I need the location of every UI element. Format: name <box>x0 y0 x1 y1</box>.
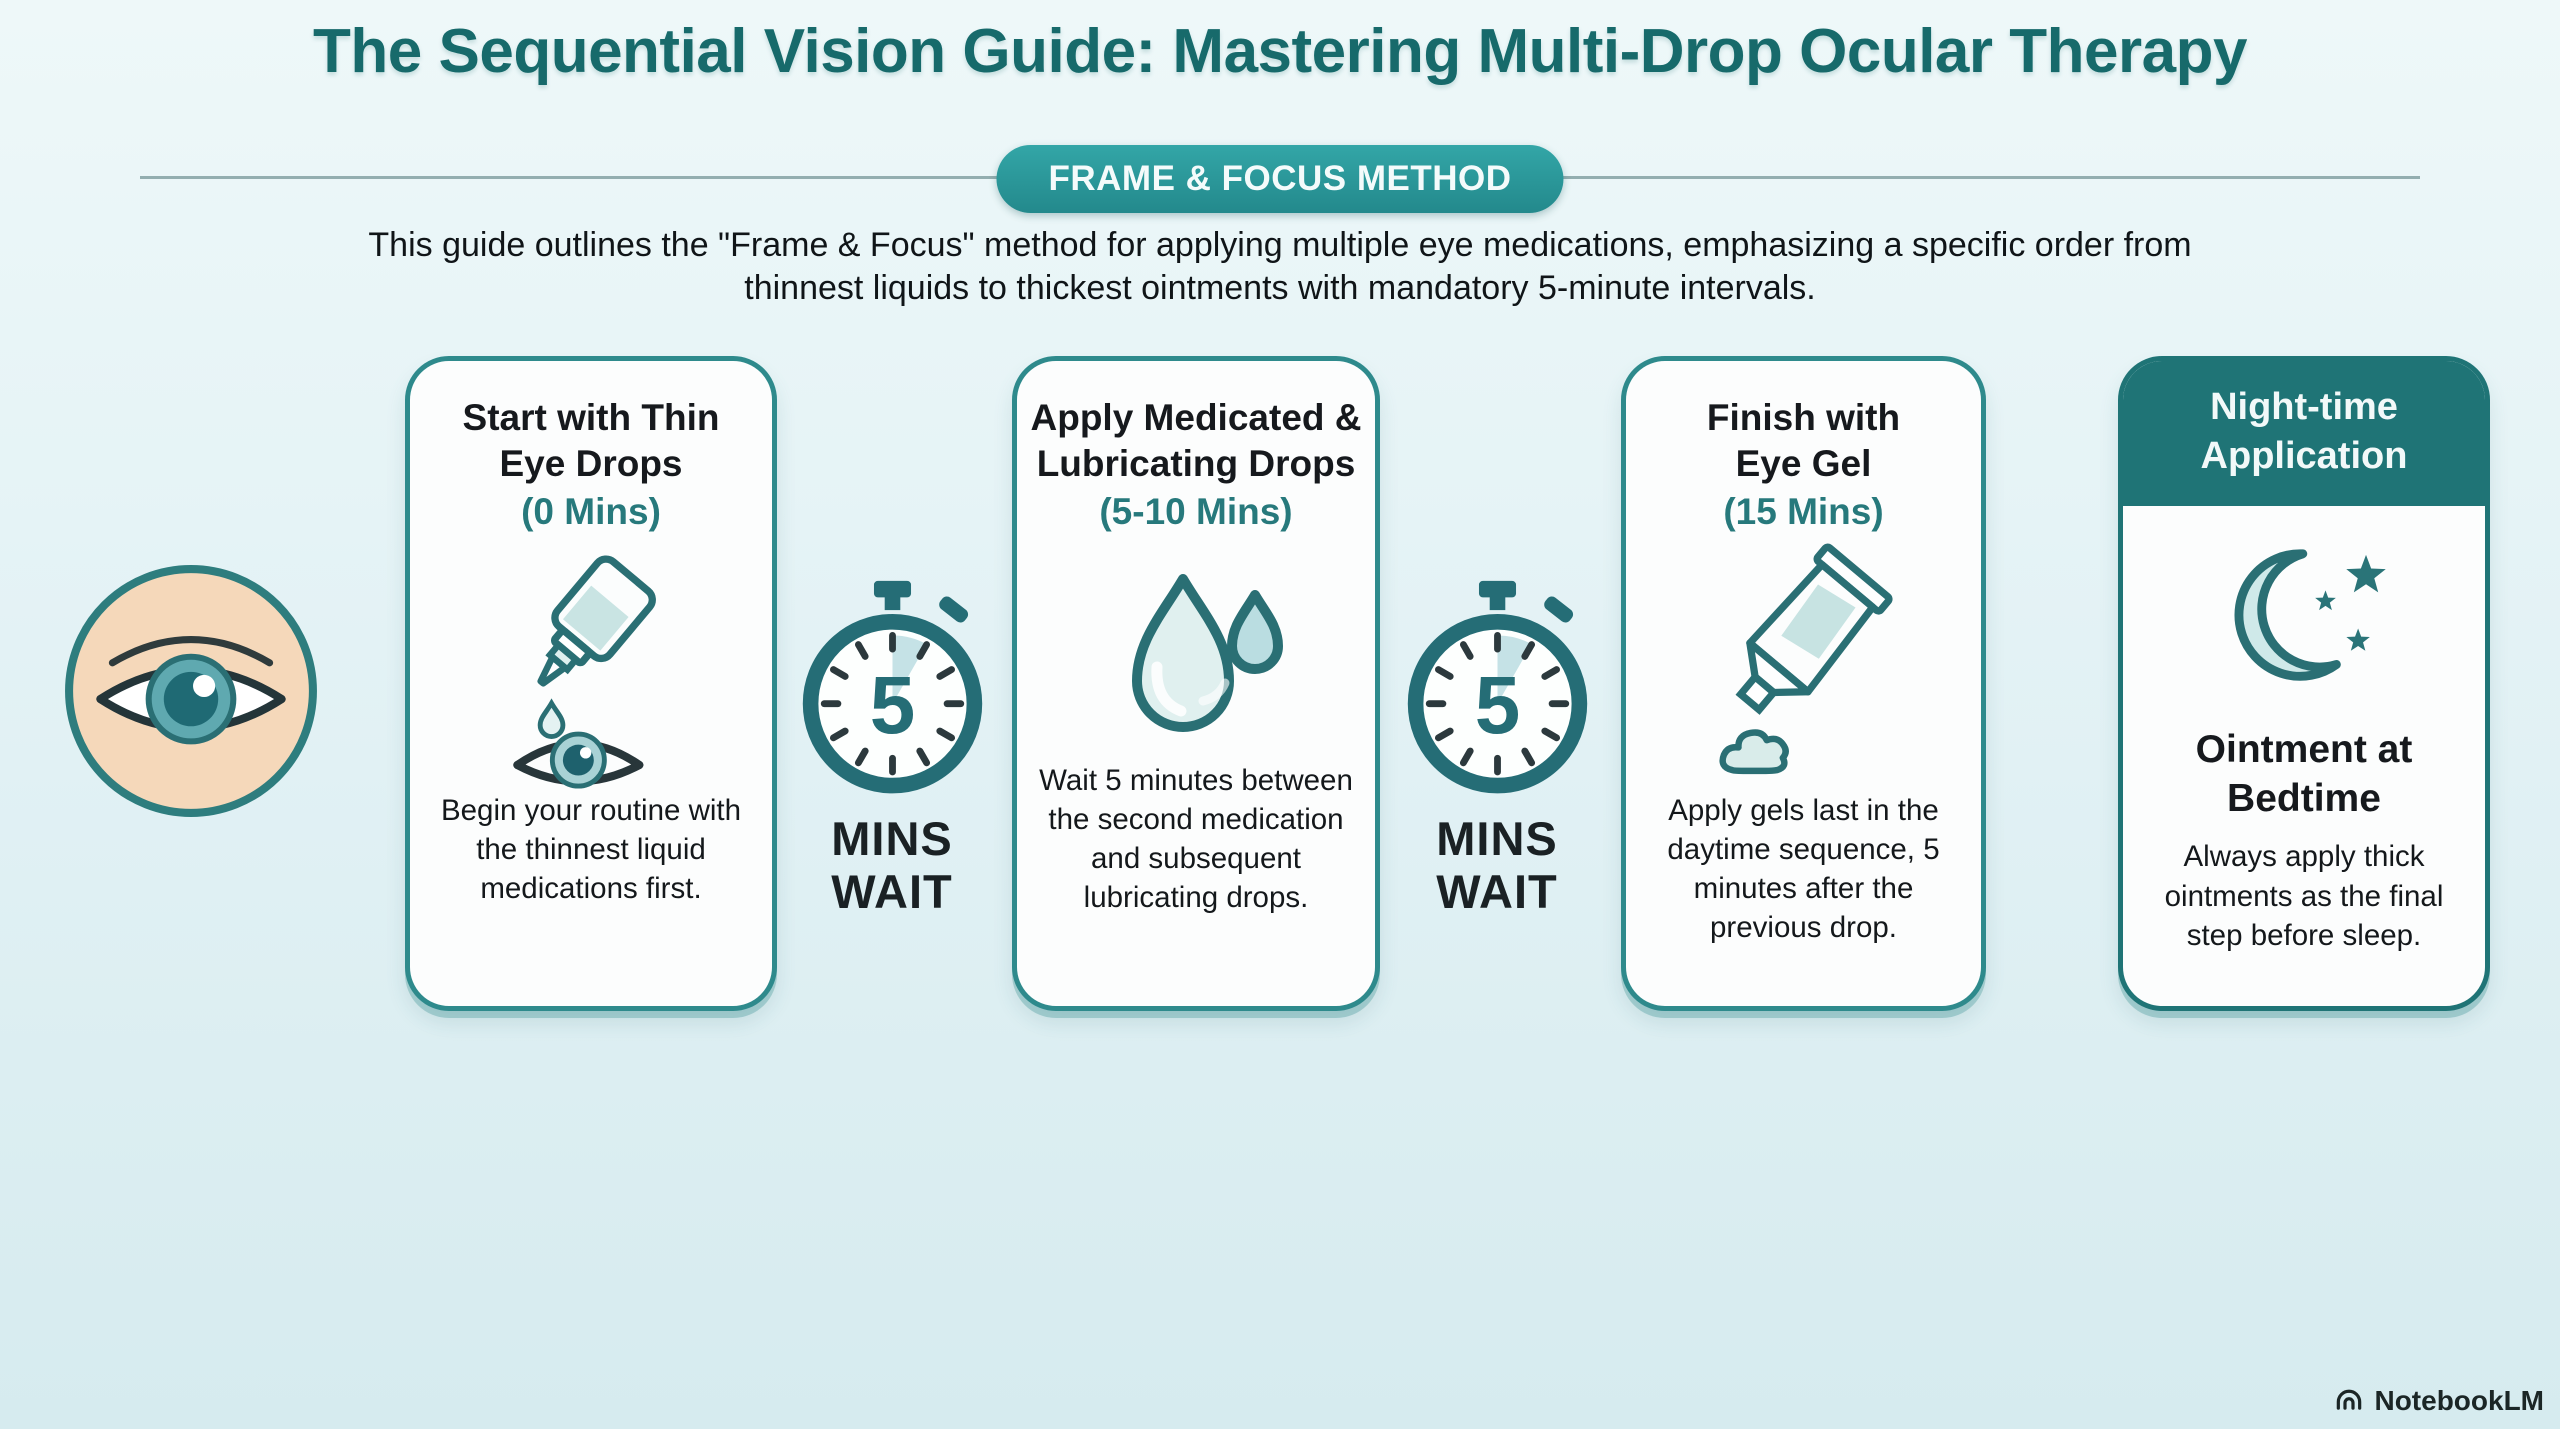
step-card-lubricating-drops: Apply Medicated & Lubricating Drops (5-1… <box>1012 356 1380 1011</box>
timer-label: MINS WAIT <box>1436 812 1558 918</box>
timer-label: MINS WAIT <box>831 812 953 918</box>
timer-value: 5 <box>1474 660 1520 751</box>
card-time: (5-10 Mins) <box>1099 490 1293 532</box>
card-title: Start with Thin Eye Drops <box>462 397 720 484</box>
stopwatch-icon: 5 <box>1407 580 1587 794</box>
step-card-eye-gel: Finish with Eye Gel (15 Mins) Apply gels… <box>1621 356 1986 1011</box>
method-badge: FRAME & FOCUS METHOD <box>996 145 1564 213</box>
night-card-header: Night-time Application <box>2123 361 2485 506</box>
intro-text: This guide outlines the "Frame & Focus" … <box>180 224 2380 310</box>
gel-tube-icon <box>1703 541 1905 791</box>
eye-dropper-icon <box>493 539 688 791</box>
watermark-label: NotebookLM <box>2374 1385 2544 1416</box>
watermark: NotebookLM <box>2333 1385 2544 1417</box>
wait-timer-2: 5 MINS WAIT <box>1377 575 1617 918</box>
card-description: Begin your routine with the thinnest liq… <box>440 793 742 906</box>
stopwatch-icon: 5 <box>802 580 982 794</box>
step-card-thin-drops: Start with Thin Eye Drops (0 Mins) <box>405 356 777 1011</box>
card-title: Finish with Eye Gel <box>1706 397 1901 484</box>
timer-value: 5 <box>869 660 915 751</box>
eye-badge <box>60 560 322 822</box>
intro-line-1: This guide outlines the "Frame & Focus" … <box>368 226 2192 264</box>
night-card-subtitle: Ointment at Bedtime <box>2195 727 2413 820</box>
card-time: (15 Mins) <box>1723 490 1884 532</box>
card-description: Wait 5 minutes between the second medica… <box>1039 763 1353 915</box>
card-description: Apply gels last in the daytime sequence,… <box>1667 793 1940 945</box>
intro-line-2: thinnest liquids to thickest ointments w… <box>744 268 1816 307</box>
card-title: Apply Medicated & Lubricating Drops <box>1030 397 1362 484</box>
moon-stars-icon <box>2200 540 2408 708</box>
card-time: (0 Mins) <box>521 490 661 532</box>
eye-icon <box>65 565 317 817</box>
notebooklm-logo-icon <box>2337 1389 2362 1410</box>
wait-timer-1: 5 MINS WAIT <box>772 575 1012 918</box>
card-description: Always apply thick ointments as the fina… <box>2164 840 2444 952</box>
water-drops-icon <box>1091 551 1301 761</box>
page-title: The Sequential Vision Guide: Mastering M… <box>313 17 2247 86</box>
night-card: Night-time Application Ointment at Bedti… <box>2118 356 2490 1011</box>
